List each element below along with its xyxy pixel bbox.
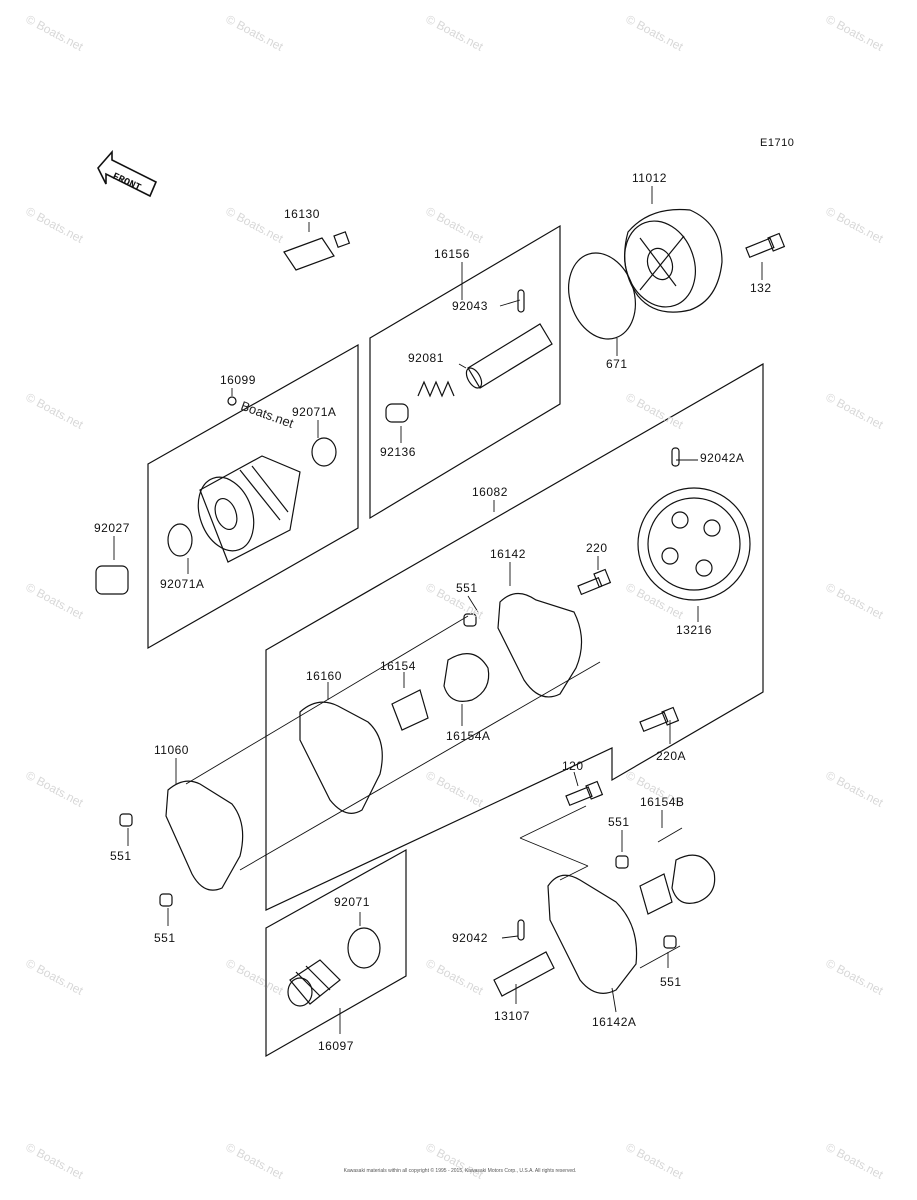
group-box-16097 bbox=[265, 848, 407, 1058]
part-label-132[interactable]: 132 bbox=[750, 281, 772, 295]
part-label-92042A[interactable]: 92042A bbox=[700, 451, 745, 465]
part-92071-collar-icon bbox=[347, 927, 381, 969]
part-16142A-pump-body-icon bbox=[547, 874, 638, 994]
part-label-92071[interactable]: 92071 bbox=[334, 895, 370, 909]
part-16154-rotor-icon bbox=[391, 689, 429, 731]
part-label-92071A-bottom[interactable]: 92071A bbox=[160, 577, 205, 591]
part-label-16154[interactable]: 16154 bbox=[380, 659, 416, 673]
part-92071A-collar-bottom-icon bbox=[167, 523, 193, 557]
part-label-16154A[interactable]: 16154A bbox=[446, 729, 491, 743]
part-label-92042[interactable]: 92042 bbox=[452, 931, 488, 945]
part-551-dowel-b-icon bbox=[119, 813, 133, 827]
part-16154B-rotors-icon bbox=[639, 854, 716, 915]
part-label-11060[interactable]: 11060 bbox=[154, 743, 189, 757]
part-label-92071A-top[interactable]: 92071A bbox=[292, 405, 337, 419]
part-label-92043[interactable]: 92043 bbox=[452, 299, 488, 313]
part-label-551-e[interactable]: 551 bbox=[660, 975, 682, 989]
part-92043-pin-icon bbox=[517, 289, 525, 313]
part-92136-plunger-icon bbox=[385, 403, 409, 423]
part-label-551-a[interactable]: 551 bbox=[456, 581, 478, 595]
part-label-13107[interactable]: 13107 bbox=[494, 1009, 530, 1023]
part-label-92081[interactable]: 92081 bbox=[408, 351, 444, 365]
part-551-dowel-c-icon bbox=[159, 893, 173, 907]
part-label-16142A[interactable]: 16142A bbox=[592, 1015, 637, 1029]
front-arrow-icon: FRONT bbox=[97, 149, 158, 198]
part-label-551-d[interactable]: 551 bbox=[608, 815, 630, 829]
part-label-16160[interactable]: 16160 bbox=[306, 669, 342, 683]
part-label-16156[interactable]: 16156 bbox=[434, 247, 470, 261]
part-label-220A[interactable]: 220A bbox=[656, 749, 687, 763]
part-label-16097[interactable]: 16097 bbox=[318, 1039, 354, 1053]
part-label-11012[interactable]: 11012 bbox=[632, 171, 667, 185]
part-16142-pump-body-icon bbox=[497, 592, 583, 698]
part-16154A-rotor-icon bbox=[443, 653, 490, 702]
part-11012-cover-icon bbox=[624, 208, 723, 313]
part-label-551-b[interactable]: 551 bbox=[110, 849, 132, 863]
part-label-13216[interactable]: 13216 bbox=[676, 623, 712, 637]
part-label-551-c[interactable]: 551 bbox=[154, 931, 176, 945]
group-box-16082 bbox=[265, 362, 764, 911]
part-92042A-pin-icon bbox=[671, 447, 680, 467]
part-oil-filter-element-icon bbox=[197, 455, 301, 563]
leader-lines bbox=[113, 186, 763, 1034]
part-92042-pin-icon bbox=[517, 919, 525, 941]
part-label-220[interactable]: 220 bbox=[586, 541, 608, 555]
part-16156-valve-icon bbox=[465, 323, 553, 389]
part-label-671[interactable]: 671 bbox=[606, 357, 628, 371]
part-13107-shaft-icon bbox=[493, 951, 555, 997]
copyright-notice: Kawasaki materials within all copyright … bbox=[343, 1168, 577, 1174]
part-label-92027[interactable]: 92027 bbox=[94, 521, 130, 535]
part-label-16142[interactable]: 16142 bbox=[490, 547, 526, 561]
part-132-bolt-icon bbox=[745, 232, 786, 259]
part-label-16130[interactable]: 16130 bbox=[284, 207, 320, 221]
part-16099-oring-icon bbox=[227, 396, 237, 406]
part-671-oring-icon bbox=[568, 252, 636, 340]
part-551-dowel-d-icon bbox=[615, 855, 629, 869]
part-551-dowel-a-icon bbox=[463, 613, 477, 627]
part-11060-gasket-icon bbox=[165, 780, 244, 891]
part-220A-bolt-icon bbox=[639, 706, 680, 733]
part-92071A-collar-top-icon bbox=[311, 437, 337, 467]
part-16160-plate-icon bbox=[299, 701, 383, 814]
diagram-code: E1710 bbox=[760, 137, 795, 149]
part-13216-gear-icon bbox=[637, 487, 751, 601]
part-label-16082[interactable]: 16082 bbox=[472, 485, 508, 499]
part-120-bolt-icon bbox=[565, 780, 604, 807]
group-box-oil-filter bbox=[147, 343, 359, 650]
part-551-dowel-e-icon bbox=[663, 935, 677, 949]
part-92027-collar-icon bbox=[95, 565, 129, 595]
part-label-16099[interactable]: 16099 bbox=[220, 373, 256, 387]
part-label-120[interactable]: 120 bbox=[562, 759, 584, 773]
part-92081-spring-icon bbox=[417, 380, 455, 398]
group-box-16156 bbox=[369, 224, 561, 520]
part-16097-strainer-icon bbox=[287, 959, 341, 1007]
part-label-92136[interactable]: 92136 bbox=[380, 445, 416, 459]
part-220-bolt-icon bbox=[577, 568, 612, 596]
part-label-16154B[interactable]: 16154B bbox=[640, 795, 685, 809]
part-16130-fitting-icon bbox=[283, 231, 351, 271]
